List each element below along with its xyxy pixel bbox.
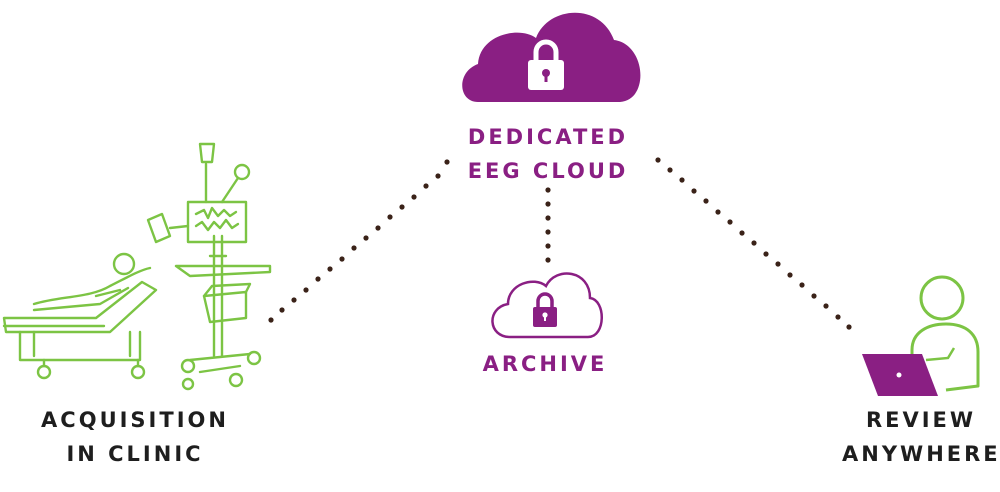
clinic-label: ACQUISITION IN CLINIC: [30, 403, 240, 471]
person-with-laptop-icon: [862, 275, 980, 396]
connector-cloud-to-review: [655, 157, 852, 330]
cloud-lock-outline-icon: [491, 272, 603, 339]
archive-label: ARCHIVE: [470, 347, 620, 381]
cloud-label: DEDICATED EEG CLOUD: [448, 120, 648, 188]
connector-clinic-to-cloud: [268, 159, 450, 323]
clinic-label-line2: IN CLINIC: [66, 442, 204, 466]
archive-label-line1: ARCHIVE: [482, 352, 608, 376]
review-label-line2: ANYWHERE: [842, 442, 1000, 466]
cloud-lock-icon: [462, 12, 641, 103]
cloud-label-line1: DEDICATED: [467, 125, 629, 149]
review-label: REVIEW ANYWHERE: [842, 403, 1000, 471]
eeg-cart-and-patient-bed-icon: [2, 142, 272, 391]
clinic-label-line1: ACQUISITION: [41, 408, 229, 432]
connector-cloud-to-archive: [545, 187, 551, 263]
cloud-label-line2: EEG CLOUD: [467, 159, 629, 183]
review-label-line1: REVIEW: [865, 408, 977, 432]
